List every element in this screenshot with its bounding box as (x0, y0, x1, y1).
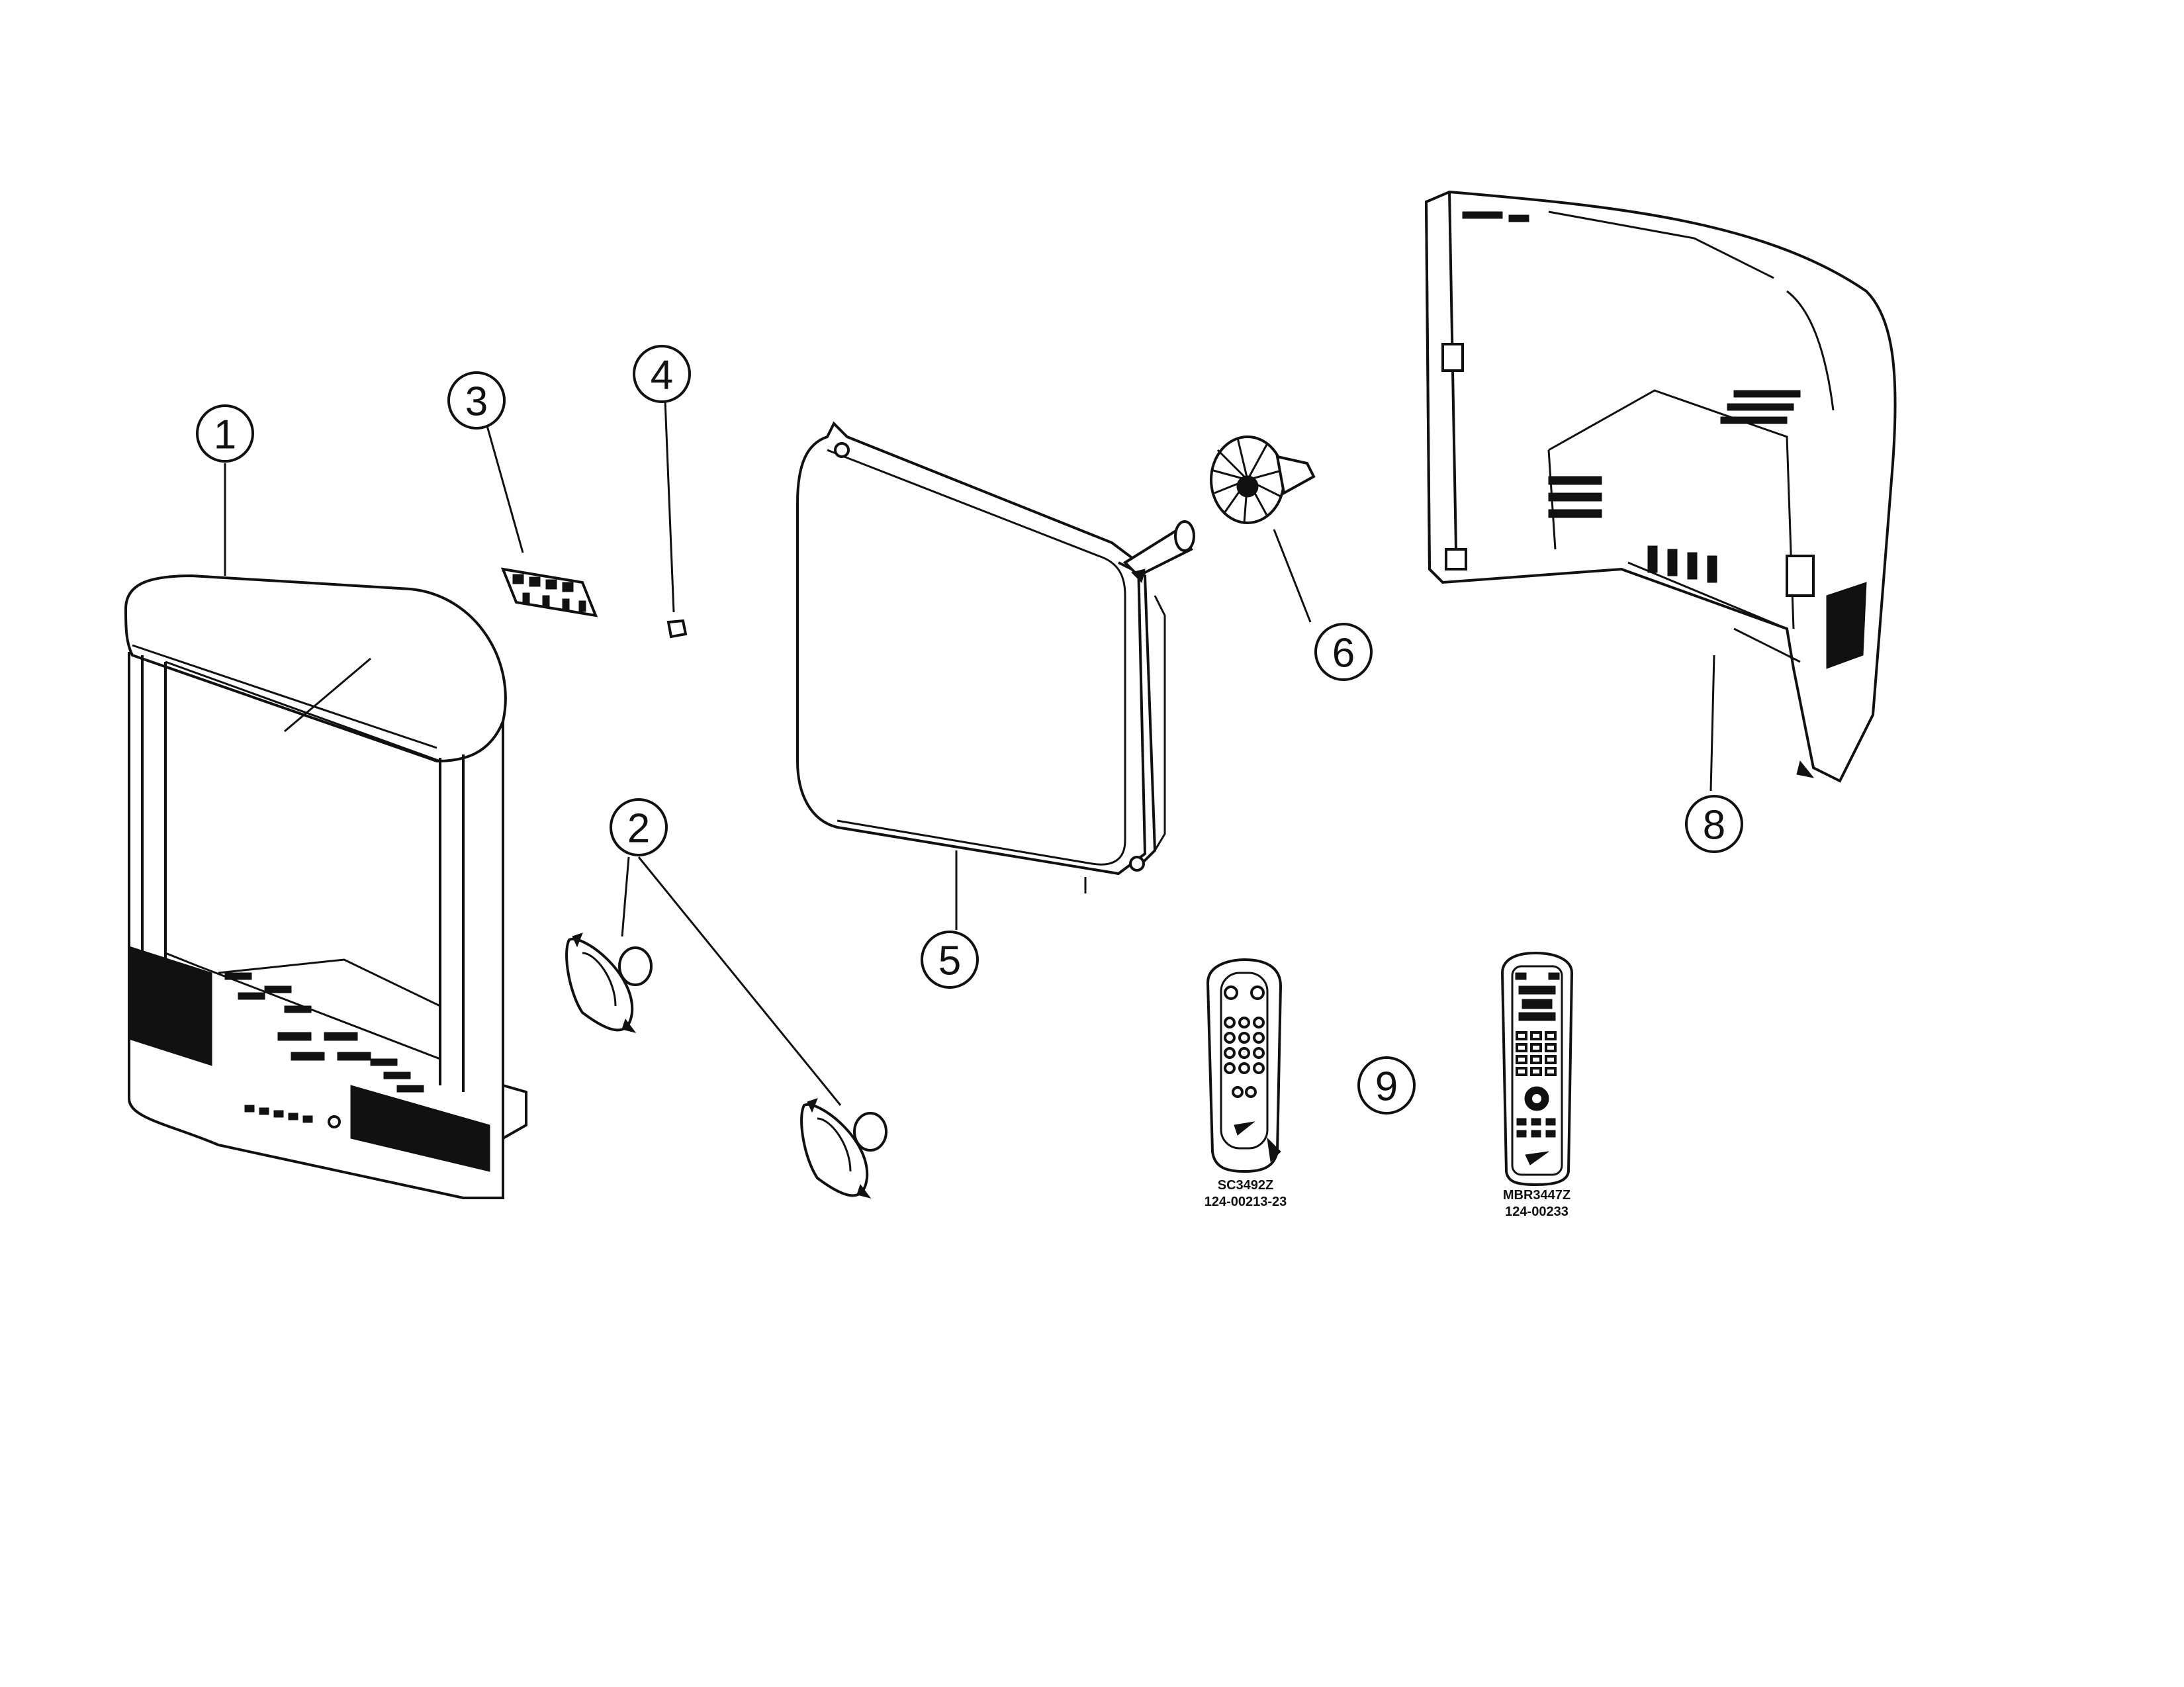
callout-6: 6 (1314, 623, 1373, 681)
remote-2-part: 124-00233 (1505, 1205, 1569, 1219)
deflection-yoke (1210, 435, 1316, 524)
back-cabinet (1424, 190, 1897, 783)
speaker-left (565, 933, 653, 1033)
callout-1-label: 1 (214, 412, 236, 458)
callout-4-label: 4 (651, 353, 673, 398)
callout-8: 8 (1685, 795, 1743, 853)
callout-4: 4 (633, 345, 691, 403)
small-knob (666, 619, 688, 639)
callout-3-label: 3 (465, 379, 488, 425)
callout-5-label: 5 (938, 938, 961, 984)
remote-caption-1: SC3492Z 124-00213-23 (1205, 1178, 1287, 1209)
remote-1-model: SC3492Z (1218, 1178, 1274, 1193)
speaker-right (800, 1098, 887, 1199)
callout-2: 2 (610, 798, 668, 856)
callout-8-label: 8 (1703, 803, 1725, 848)
callout-1: 1 (196, 404, 254, 463)
callout-5: 5 (921, 931, 979, 989)
remote-sc3492z (1206, 958, 1283, 1173)
callout-3: 3 (447, 371, 506, 430)
remote-2-model: MBR3447Z (1503, 1188, 1570, 1203)
control-board (500, 567, 598, 617)
callout-9-label: 9 (1375, 1064, 1398, 1110)
leader-lines (224, 400, 1715, 1106)
picture-tube (796, 421, 1195, 893)
callout-2-label: 2 (627, 806, 650, 852)
remote-caption-2: MBR3447Z 124-00233 (1503, 1188, 1570, 1219)
remote-mbr3447z (1500, 951, 1574, 1187)
callout-6-label: 6 (1332, 631, 1355, 676)
remote-1-part: 124-00213-23 (1205, 1195, 1287, 1209)
front-cabinet (124, 574, 527, 1199)
callout-9: 9 (1357, 1056, 1416, 1115)
